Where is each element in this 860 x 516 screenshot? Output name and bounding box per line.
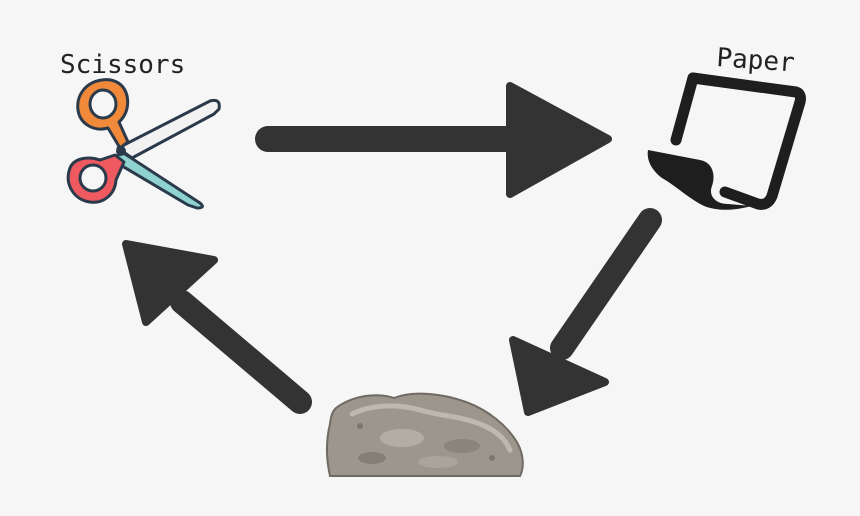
rock-icon: [326, 392, 524, 477]
arrow-rock-to-scissors: [122, 240, 312, 414]
scissors-label: Scissors: [60, 50, 185, 80]
arrow-paper-to-rock: [509, 208, 662, 416]
arrow-scissors-to-paper: [255, 82, 612, 198]
paper-label: Paper: [716, 43, 796, 78]
paper-icon: [647, 72, 806, 210]
scissors-icon: [66, 78, 221, 210]
